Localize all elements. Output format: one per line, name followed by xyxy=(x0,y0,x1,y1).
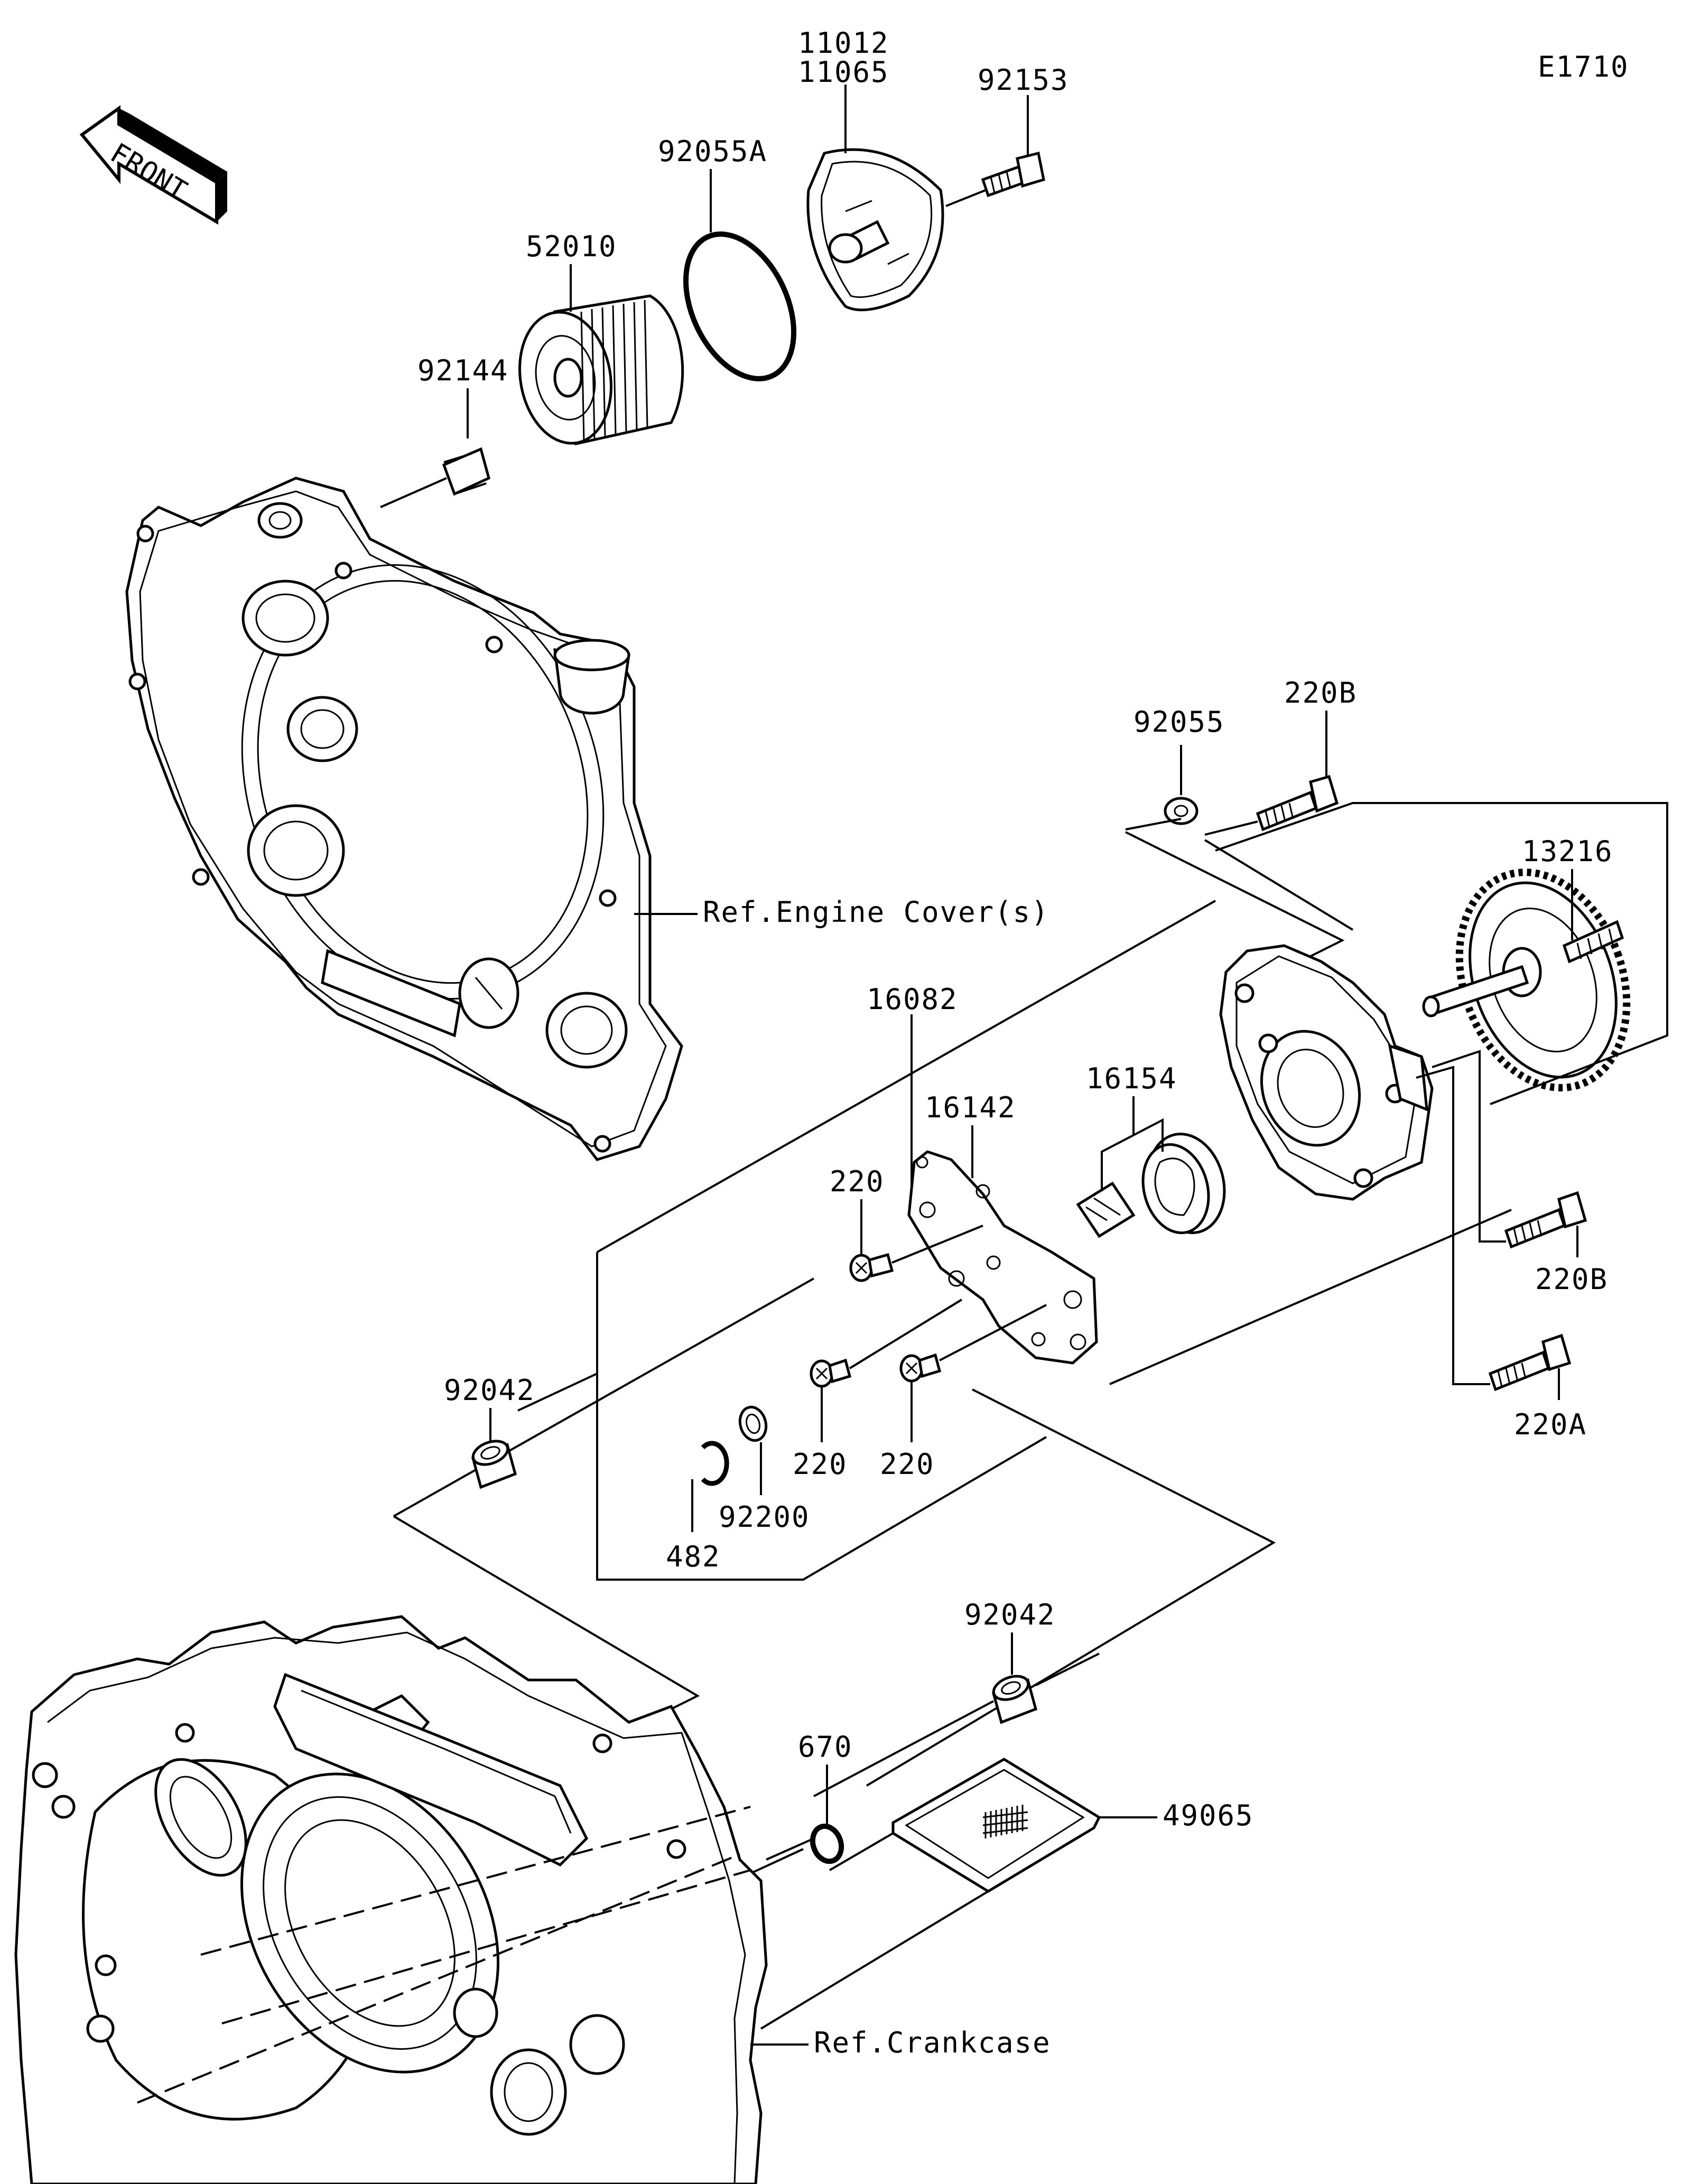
part-220A-bolt xyxy=(1488,1333,1572,1392)
label-92042-right: 92042 xyxy=(964,1598,1056,1631)
label-92144: 92144 xyxy=(417,354,509,387)
part-92055A-o-ring xyxy=(683,231,797,381)
label-220B-top: 220B xyxy=(1284,676,1357,710)
assembly-line-220B-top xyxy=(1204,820,1354,931)
label-49065: 49065 xyxy=(1163,1799,1254,1832)
part-92153-bolt xyxy=(945,151,1045,207)
part-52010-oil-filter xyxy=(518,294,684,446)
part-16142-cover-plate xyxy=(907,1150,1098,1365)
part-92144-spring xyxy=(380,447,490,508)
part-92042-right-dowel xyxy=(991,1653,1100,1724)
ref-crankcase: Ref.Crankcase xyxy=(814,2026,1051,2059)
label-16142: 16142 xyxy=(925,1091,1016,1124)
part-482-circlip xyxy=(701,1441,729,1486)
part-220-screw-a xyxy=(849,1225,983,1282)
part-92042-left-dowel xyxy=(471,1440,517,1489)
label-220B-right: 220B xyxy=(1535,1263,1608,1296)
engine-cover-drawing xyxy=(125,477,683,1161)
assembly-line-220B-right xyxy=(1432,1050,1506,1243)
part-92200-washer xyxy=(738,1405,768,1442)
label-11065: 11065 xyxy=(798,55,889,89)
part-220-screw-c xyxy=(899,1304,1047,1383)
assembly-line-pump-mount xyxy=(393,1277,814,1517)
label-92055A: 92055A xyxy=(658,135,767,168)
assembly-line-92055 xyxy=(1125,818,1345,963)
assembly-line-cross-a xyxy=(1109,1209,1512,1385)
assembly-bracket-gear xyxy=(1215,802,1668,1105)
part-220B-top-bolt xyxy=(1256,774,1339,832)
part-670-o-ring xyxy=(810,1823,844,1864)
label-16082: 16082 xyxy=(867,983,958,1016)
label-220-c: 220 xyxy=(880,1448,935,1481)
front-arrow-icon: FRONT xyxy=(79,105,227,225)
crankcase-drawing xyxy=(14,1615,768,2184)
part-92055-washer xyxy=(1164,797,1198,825)
ref-engine-cover: Ref.Engine Cover(s) xyxy=(703,895,1049,929)
label-220-b: 220 xyxy=(793,1448,848,1481)
diagram-id: E1710 xyxy=(1538,50,1629,83)
leader-16154-bracket xyxy=(1101,1118,1164,1191)
label-92042-left: 92042 xyxy=(444,1374,535,1407)
label-16154: 16154 xyxy=(1086,1062,1177,1095)
assembly-frame-16082 xyxy=(596,900,1216,1581)
assembly-line-220A xyxy=(1416,1066,1490,1385)
part-11012-filter-cover xyxy=(806,148,944,312)
part-16154-rotor xyxy=(1076,1132,1226,1238)
label-92153: 92153 xyxy=(978,63,1069,97)
label-52010: 52010 xyxy=(526,230,617,263)
label-220-a: 220 xyxy=(830,1165,885,1198)
label-670: 670 xyxy=(798,1730,853,1763)
assembly-line-dowel xyxy=(517,1373,598,1412)
label-11012: 11012 xyxy=(798,26,889,60)
part-220B-right-bolt xyxy=(1504,1191,1587,1249)
label-220A: 220A xyxy=(1514,1408,1587,1441)
part-49065-oil-screen xyxy=(760,1758,1101,2030)
part-oil-pump-body xyxy=(1219,944,1434,1201)
label-92200: 92200 xyxy=(719,1500,810,1534)
part-13216-pump-gear xyxy=(1422,869,1631,1091)
part-220-screw-b xyxy=(810,1299,963,1388)
label-13216: 13216 xyxy=(1522,835,1613,868)
label-482: 482 xyxy=(666,1540,721,1573)
label-92055: 92055 xyxy=(1133,705,1225,739)
